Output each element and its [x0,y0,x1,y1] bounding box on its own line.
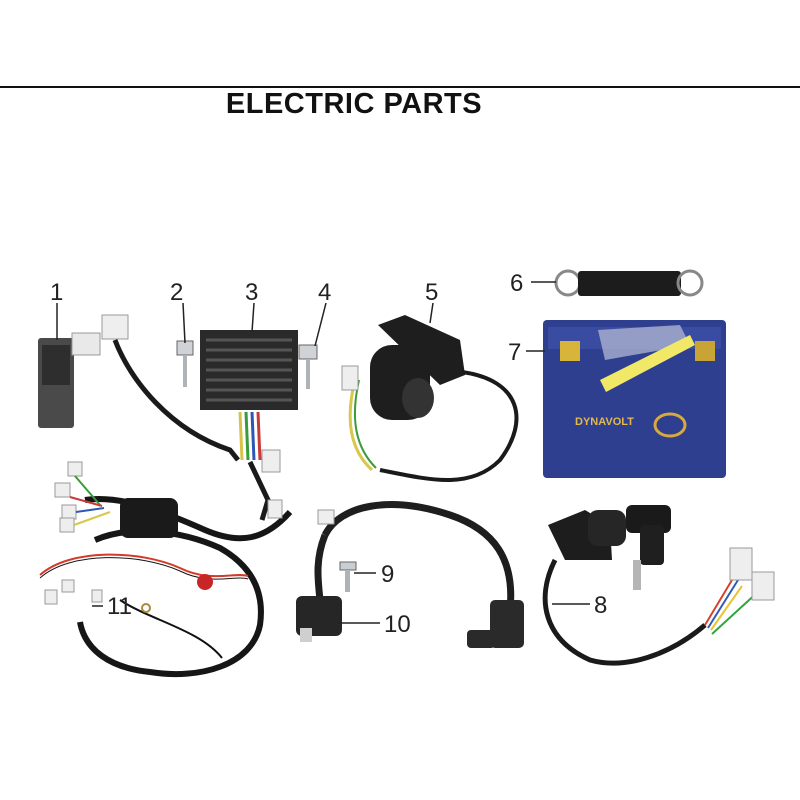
callout-4: 4 [318,279,331,306]
callout-1: 1 [50,279,63,306]
callout-8: 8 [594,592,607,619]
wire-harness-icon [39,461,335,678]
callout-3: 3 [245,279,258,306]
callout-2: 2 [170,279,183,306]
header-rule [0,86,800,88]
bolt-icon [339,561,357,592]
ignition-switch-icon [542,505,775,666]
leader-lines [56,281,590,624]
battery-strap-icon [554,269,704,297]
callout-5: 5 [425,279,438,306]
callout-6: 6 [510,270,523,297]
regulator-rectifier-icon [101,314,298,521]
callout-9: 9 [381,561,394,588]
callout-11: 11 [107,593,132,620]
battery-brand: DYNAVOLT [575,416,634,428]
starter-relay-icon [341,315,519,482]
battery-icon: DYNAVOLT [543,320,726,478]
bolt-icon [176,340,194,387]
ignition-coil-icon [296,501,524,648]
callout-10: 10 [384,611,411,638]
cdi-unit-icon [38,332,101,428]
callout-7: 7 [508,339,521,366]
page-title: ELECTRIC PARTS [225,88,483,120]
bolt-icon [298,344,318,389]
